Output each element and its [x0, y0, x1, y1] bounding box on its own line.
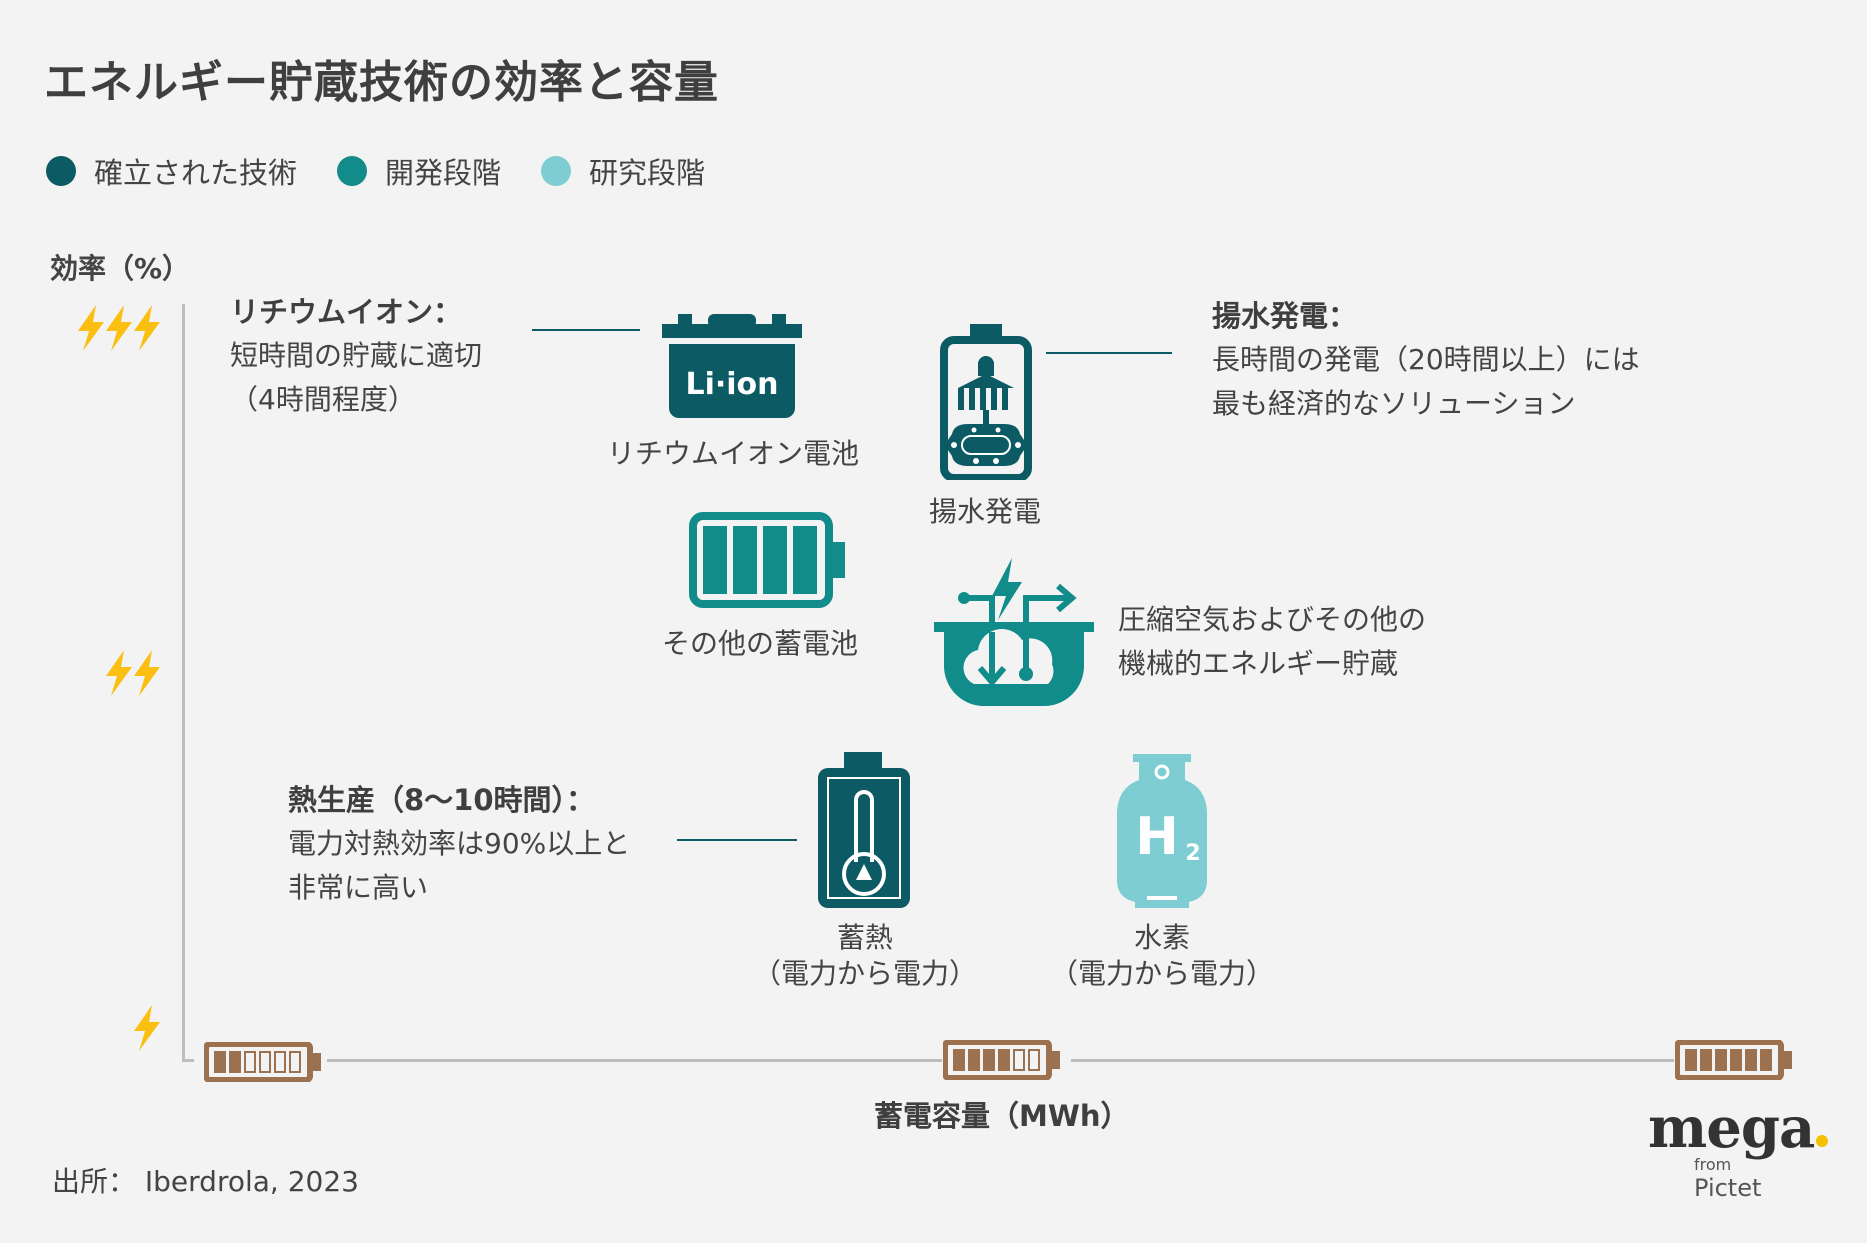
thermal-storage-icon: [816, 752, 912, 910]
tech-label-pumped-hydro: 揚水発電: [928, 495, 1041, 528]
lightning-bolt-icon: [78, 305, 104, 351]
logo-brand: mega: [1648, 1095, 1815, 1161]
note-pumped-hydro: 揚水発電： 長時間の発電（20時間以上）には 最も経済的なソリューション: [1212, 294, 1640, 426]
x-axis-label: 蓄電容量（MWh）: [874, 1099, 1130, 1133]
tech-label-other-batteries: その他の蓄電池: [661, 627, 858, 660]
x-axis-line: [327, 1059, 942, 1062]
x-axis-line: [1071, 1059, 1674, 1062]
battery-segment-filled: [229, 1051, 241, 1073]
tech-label-line: 水素: [1133, 921, 1190, 954]
note-title: 熱生産（8〜10時間）：: [288, 783, 596, 817]
capacity-low-battery-icon: [204, 1042, 326, 1082]
x-axis-line: [182, 1059, 194, 1062]
note-li-ion: リチウムイオン： 短時間の貯蔵に適切 （4時間程度）: [230, 290, 482, 422]
lightning-bolt-icon: [106, 305, 132, 351]
note-title: 揚水発電：: [1212, 299, 1358, 333]
legend-dot-established: [46, 156, 76, 186]
hydrogen-icon-text: H: [1135, 807, 1179, 867]
note-line: 短時間の貯蔵に適切: [230, 339, 483, 372]
battery-segment-filled: [1745, 1049, 1757, 1071]
logo-company: Pictet: [1694, 1174, 1762, 1202]
battery-segment-filled: [968, 1049, 980, 1071]
tech-label-line: 蓄熱: [836, 921, 893, 954]
note-heat: 熱生産（8〜10時間）： 電力対熱効率は90%以上と 非常に高い: [288, 778, 630, 910]
tech-label-compressed-air: 圧縮空気およびその他の 機械的エネルギー貯蔵: [1118, 598, 1426, 686]
legend-label: 開発段階: [385, 156, 502, 190]
lightning-bolt-icon: [134, 650, 160, 696]
battery-segment-filled: [1760, 1049, 1772, 1071]
battery-segment-filled: [1715, 1049, 1727, 1071]
tech-label-line: 圧縮空気およびその他の: [1118, 603, 1427, 636]
battery-segment-filled: [1730, 1049, 1742, 1071]
battery-segment-filled: [1700, 1049, 1712, 1071]
page-title: エネルギー貯蔵技術の効率と容量: [44, 57, 719, 108]
note-line: 最も経済的なソリューション: [1212, 387, 1576, 420]
battery-segment-empty: [259, 1051, 271, 1073]
leader-line-pumped-hydro: [1046, 352, 1172, 354]
battery-segment-empty: [289, 1051, 301, 1073]
battery-segment-filled: [953, 1049, 965, 1071]
lightning-bolt-icon: [134, 1005, 160, 1051]
legend-item-development: 開発段階: [337, 150, 501, 192]
legend-dot-development: [337, 156, 368, 186]
efficiency-low-bolts: [134, 1005, 162, 1051]
leader-line-heat: [677, 839, 797, 841]
efficiency-medium-bolts: [106, 650, 162, 696]
battery-segment-empty: [1028, 1049, 1040, 1071]
source-note: 出所： Iberdrola, 2023: [52, 1165, 359, 1198]
legend-item-research: 研究段階: [541, 150, 705, 192]
other-batteries-icon: [689, 512, 849, 608]
note-line: 非常に高い: [288, 871, 429, 904]
tech-label-line: 機械的エネルギー貯蔵: [1118, 647, 1399, 680]
battery-segment-empty: [244, 1051, 256, 1073]
y-axis-label: 効率（%）: [50, 252, 191, 285]
battery-segment-filled: [1685, 1049, 1697, 1071]
capacity-medium-battery-icon: [943, 1040, 1065, 1080]
lightning-bolt-icon: [134, 305, 160, 351]
tech-label-thermal: 蓄熱 （電力から電力）: [745, 920, 985, 992]
logo-dot: [1816, 1135, 1829, 1147]
battery-segment-filled: [214, 1051, 226, 1073]
y-axis-line: [182, 304, 185, 1062]
battery-segment-filled: [998, 1049, 1010, 1071]
tech-label-hydrogen: 水素 （電力から電力）: [1042, 920, 1282, 992]
li-ion-battery-icon: Li·ion: [662, 314, 802, 420]
compressed-air-icon: [934, 556, 1094, 712]
legend-label: 確立された技術: [94, 156, 298, 190]
tech-label-line: （電力から電力）: [1049, 957, 1274, 990]
pumped-hydro-icon: [940, 324, 1032, 480]
logo-from: from: [1694, 1155, 1732, 1174]
battery-segment-filled: [983, 1049, 995, 1071]
note-line: 電力対熱効率は90%以上と: [288, 827, 631, 860]
capacity-high-battery-icon: [1675, 1040, 1797, 1080]
efficiency-high-bolts: [78, 305, 162, 351]
lightning-bolt-icon: [106, 650, 132, 696]
legend-label: 研究段階: [589, 156, 706, 190]
legend-dot-research: [541, 156, 572, 186]
battery-segment-empty: [274, 1051, 286, 1073]
legend: 確立された技術 開発段階 研究段階: [46, 150, 745, 192]
mega-pictet-logo: mega from Pictet: [1648, 1100, 1829, 1202]
hydrogen-tank-icon: H 2: [1113, 752, 1211, 912]
li-ion-icon-text: Li·ion: [685, 367, 778, 402]
battery-segment-empty: [1013, 1049, 1025, 1071]
note-title: リチウムイオン：: [230, 295, 463, 329]
leader-line-li-ion: [532, 329, 640, 331]
hydrogen-icon-subscript: 2: [1185, 841, 1200, 866]
tech-label-li-ion: リチウムイオン電池: [606, 437, 859, 470]
legend-item-established: 確立された技術: [46, 150, 297, 192]
note-line: 長時間の発電（20時間以上）には: [1212, 343, 1640, 376]
tech-label-line: （電力から電力）: [752, 957, 977, 990]
note-line: （4時間程度）: [230, 383, 416, 416]
